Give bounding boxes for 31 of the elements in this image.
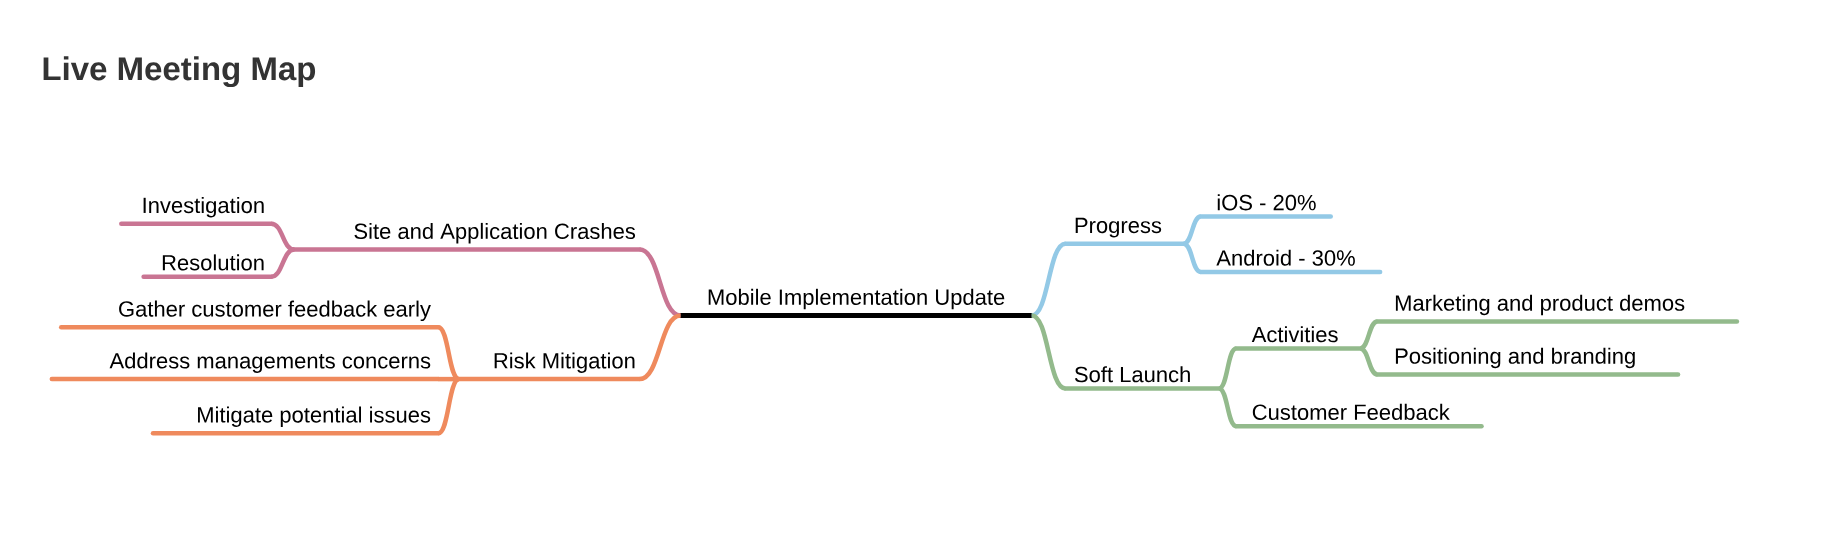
branch-label: iOS - 20%	[1198, 194, 1333, 219]
branch-label: Progress	[1063, 217, 1186, 246]
branch-connector	[1030, 241, 1067, 318]
branch-connector	[1182, 214, 1202, 246]
branch-label: Positioning and branding	[1375, 347, 1681, 377]
branch-connector	[1182, 241, 1202, 275]
branch-label: Investigation	[119, 197, 274, 226]
branch-label: Marketing and product demos	[1375, 294, 1740, 324]
branch-connector	[437, 377, 461, 436]
branch-label: Mitigate potential issues	[150, 406, 441, 436]
branch-label: Gather customer feedback early	[58, 300, 441, 330]
branch-connector	[639, 247, 682, 318]
branch-label: Risk Mitigation	[456, 352, 642, 382]
central-topic: Mobile Implementation Update	[678, 288, 1035, 318]
branch-label: Activities	[1233, 326, 1363, 351]
branch-connector	[639, 313, 682, 382]
branch-label: Site and Application Crashes	[292, 222, 642, 252]
branch-connector	[270, 221, 295, 252]
branch-label: Soft Launch	[1063, 366, 1222, 391]
branch-connector	[438, 376, 460, 382]
branch-label: Android - 30%	[1198, 249, 1383, 275]
branch-connector	[270, 247, 295, 279]
branch-label: Customer Feedback	[1233, 403, 1484, 429]
branch-connector	[1217, 346, 1238, 391]
title: Live Meeting Map	[43, 56, 316, 88]
branch-connector	[1030, 313, 1067, 391]
branch-connector	[1217, 386, 1238, 429]
branch-label: Resolution	[141, 254, 274, 279]
branch-connector	[1359, 319, 1379, 351]
branch-label: Address managements concerns	[49, 352, 441, 382]
branch-connector	[1359, 346, 1379, 377]
